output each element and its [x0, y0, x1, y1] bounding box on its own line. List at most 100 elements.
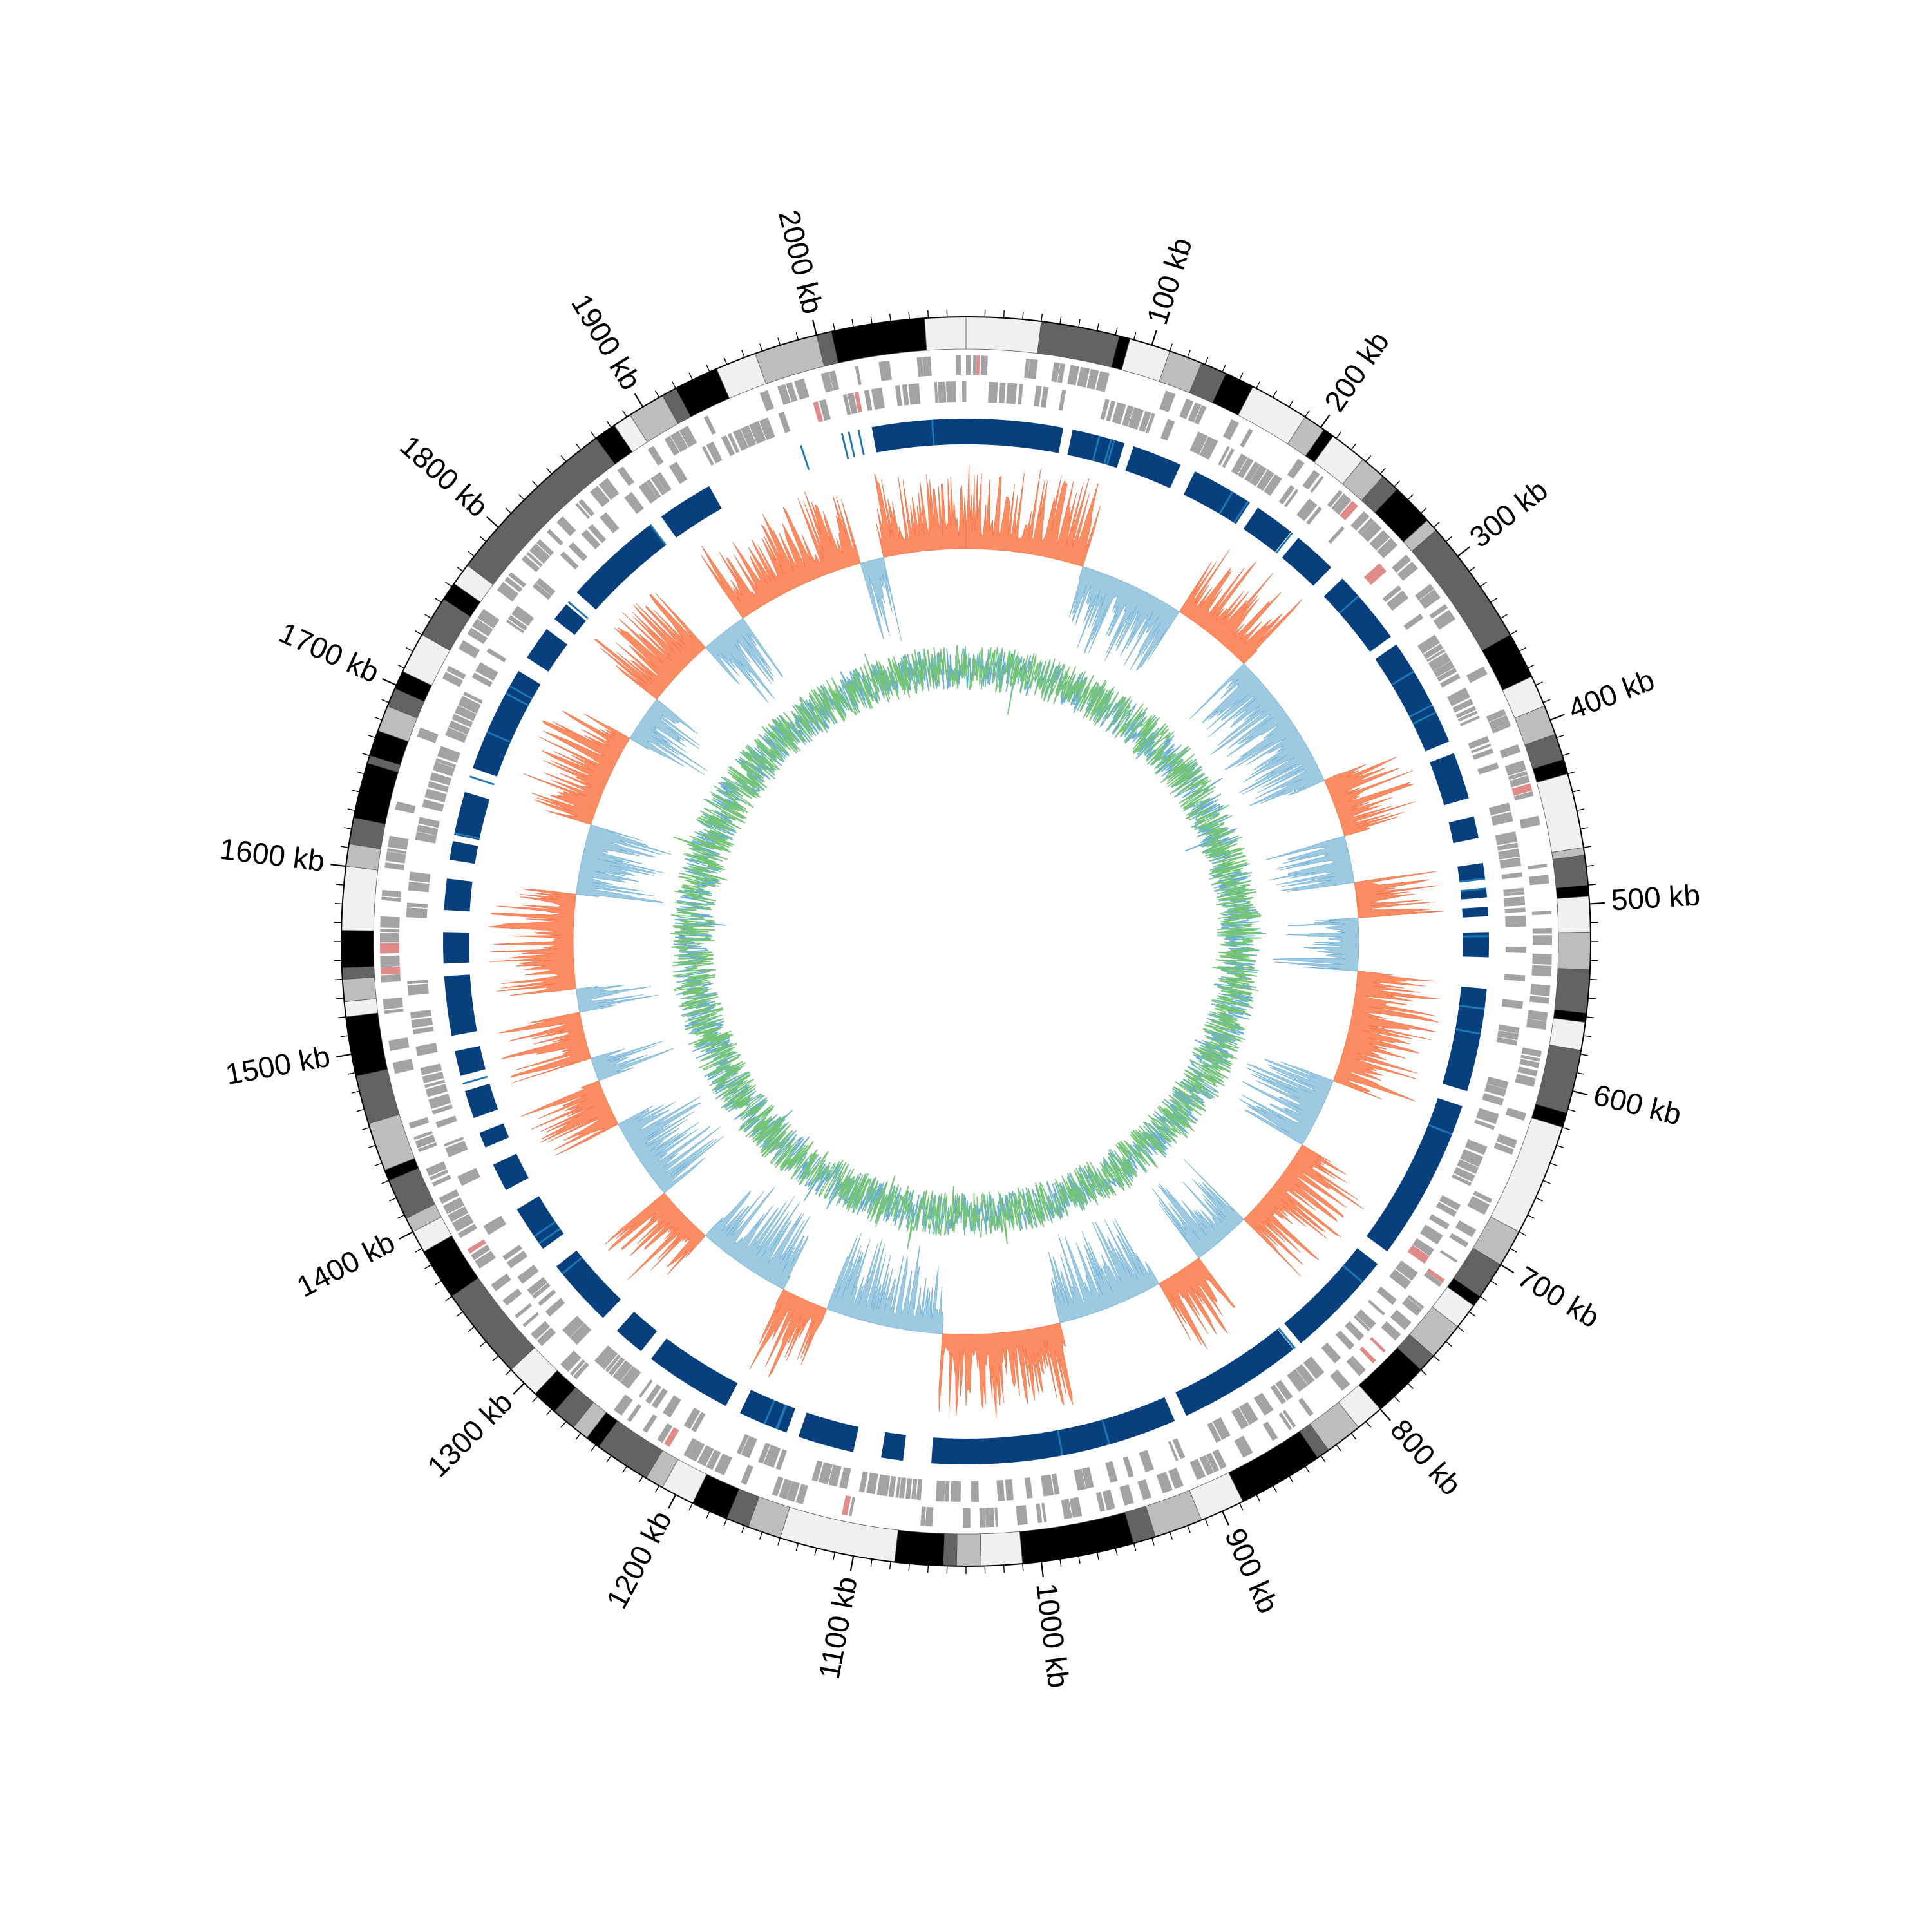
- minor-tick: [1239, 1502, 1244, 1511]
- gene-feature: [1036, 1503, 1043, 1524]
- minor-tick: [1572, 790, 1580, 793]
- gene-feature: [902, 384, 909, 406]
- minor-tick: [795, 1543, 799, 1551]
- gene-feature: [408, 1117, 430, 1129]
- gene-feature: [589, 486, 610, 507]
- minor-tick: [1187, 350, 1191, 358]
- gene-feature: [1390, 1309, 1412, 1331]
- gene-feature: [381, 889, 402, 898]
- gene-feature: [475, 662, 498, 681]
- gene-feature: [1282, 1410, 1296, 1428]
- minor-tick: [741, 350, 745, 358]
- gene-feature: [415, 1134, 436, 1148]
- gene-feature: [1358, 518, 1374, 535]
- gene-feature: [451, 1213, 474, 1232]
- gene-feature: [1303, 1356, 1325, 1379]
- minor-tick: [1407, 1383, 1414, 1389]
- homology-block: [442, 932, 469, 964]
- gene-feature: [895, 1477, 901, 1498]
- minor-tick: [456, 566, 464, 572]
- gene-feature: [1222, 448, 1235, 468]
- gene-feature: [413, 1130, 433, 1141]
- minor-tick: [356, 1108, 365, 1112]
- gene-feature: [1531, 965, 1552, 977]
- gene-feature: [1437, 667, 1457, 682]
- contig-ring: [341, 316, 1591, 1567]
- gene-feature: [1513, 791, 1534, 801]
- gene-feature: [380, 929, 400, 933]
- gene-feature: [1199, 1455, 1214, 1476]
- gene-feature: [1212, 1449, 1227, 1470]
- gene-feature: [627, 1403, 642, 1423]
- gene-feature: [454, 705, 477, 721]
- contig-segment: [965, 316, 1042, 354]
- gene-feature: [1484, 1084, 1507, 1097]
- major-tick: [634, 393, 644, 408]
- homology-highlight: [1455, 1028, 1481, 1035]
- gene-feature: [448, 720, 470, 735]
- gene-feature: [417, 727, 439, 743]
- minor-tick: [381, 1180, 390, 1184]
- gene-feature: [1505, 1107, 1527, 1121]
- gene-feature: [1531, 911, 1552, 916]
- minor-tick: [1556, 1144, 1564, 1148]
- gene-feature: [1238, 1401, 1258, 1425]
- minor-tick: [706, 365, 710, 372]
- gene-feature: [1492, 723, 1511, 734]
- minor-tick: [1003, 310, 1005, 318]
- gene-feature: [1287, 1368, 1308, 1392]
- gene-feature: [624, 491, 644, 515]
- gene-feature: [994, 1507, 999, 1527]
- homology-block: [1457, 862, 1486, 882]
- homology-highlight: [800, 445, 810, 470]
- minor-tick: [1577, 808, 1585, 811]
- homology-block: [1323, 578, 1391, 652]
- gene-feature: [650, 475, 667, 496]
- gene-feature: [1194, 404, 1207, 425]
- minor-tick: [1305, 1466, 1310, 1473]
- gene-feature: [1024, 358, 1030, 379]
- gene-feature: [1335, 1330, 1355, 1350]
- homology-block: [661, 486, 722, 538]
- gene-feature: [955, 355, 961, 375]
- gene-feature: [1287, 459, 1305, 479]
- minor-tick: [1542, 699, 1551, 703]
- gene-feature: [1433, 661, 1455, 677]
- homology-highlight: [567, 601, 589, 620]
- major-tick: [1379, 1408, 1391, 1421]
- gc-skew-positive: [1179, 549, 1303, 665]
- gene-feature: [1495, 831, 1518, 846]
- minor-tick: [1169, 343, 1173, 352]
- gene-feature: [380, 955, 400, 967]
- minor-tick: [1336, 1444, 1341, 1452]
- gene-feature: [1364, 563, 1387, 585]
- gene-feature: [922, 356, 932, 377]
- gene-feature: [1426, 649, 1446, 663]
- gc-skew-negative: [705, 1186, 811, 1290]
- contig-segment: [1535, 1044, 1582, 1113]
- contig-segment: [980, 1531, 1023, 1567]
- homology-block: [473, 670, 541, 777]
- gene-feature: [429, 1169, 449, 1180]
- minor-tick: [723, 357, 728, 365]
- gene-feature: [1128, 407, 1144, 430]
- minor-tick: [688, 1502, 693, 1511]
- gene-feature: [706, 1449, 721, 1470]
- gene-feature: [1466, 666, 1488, 683]
- gc-skew-positive: [1354, 871, 1444, 918]
- gene-feature: [415, 1043, 437, 1050]
- minor-tick: [347, 1072, 355, 1075]
- homology-highlight: [931, 419, 935, 446]
- contig-segment: [353, 762, 399, 825]
- gene-feature: [1067, 365, 1080, 386]
- gene-feature: [866, 1472, 878, 1495]
- gene-feature: [522, 1312, 540, 1327]
- gene-feature: [1496, 1133, 1518, 1148]
- gene-feature: [486, 648, 507, 663]
- gc-skew-negative: [826, 1232, 944, 1334]
- contig-segment: [345, 1012, 388, 1077]
- gene-feature: [936, 1480, 945, 1502]
- gene-feature: [517, 1264, 539, 1284]
- gene-feature: [439, 1189, 460, 1204]
- minor-tick: [889, 1561, 891, 1569]
